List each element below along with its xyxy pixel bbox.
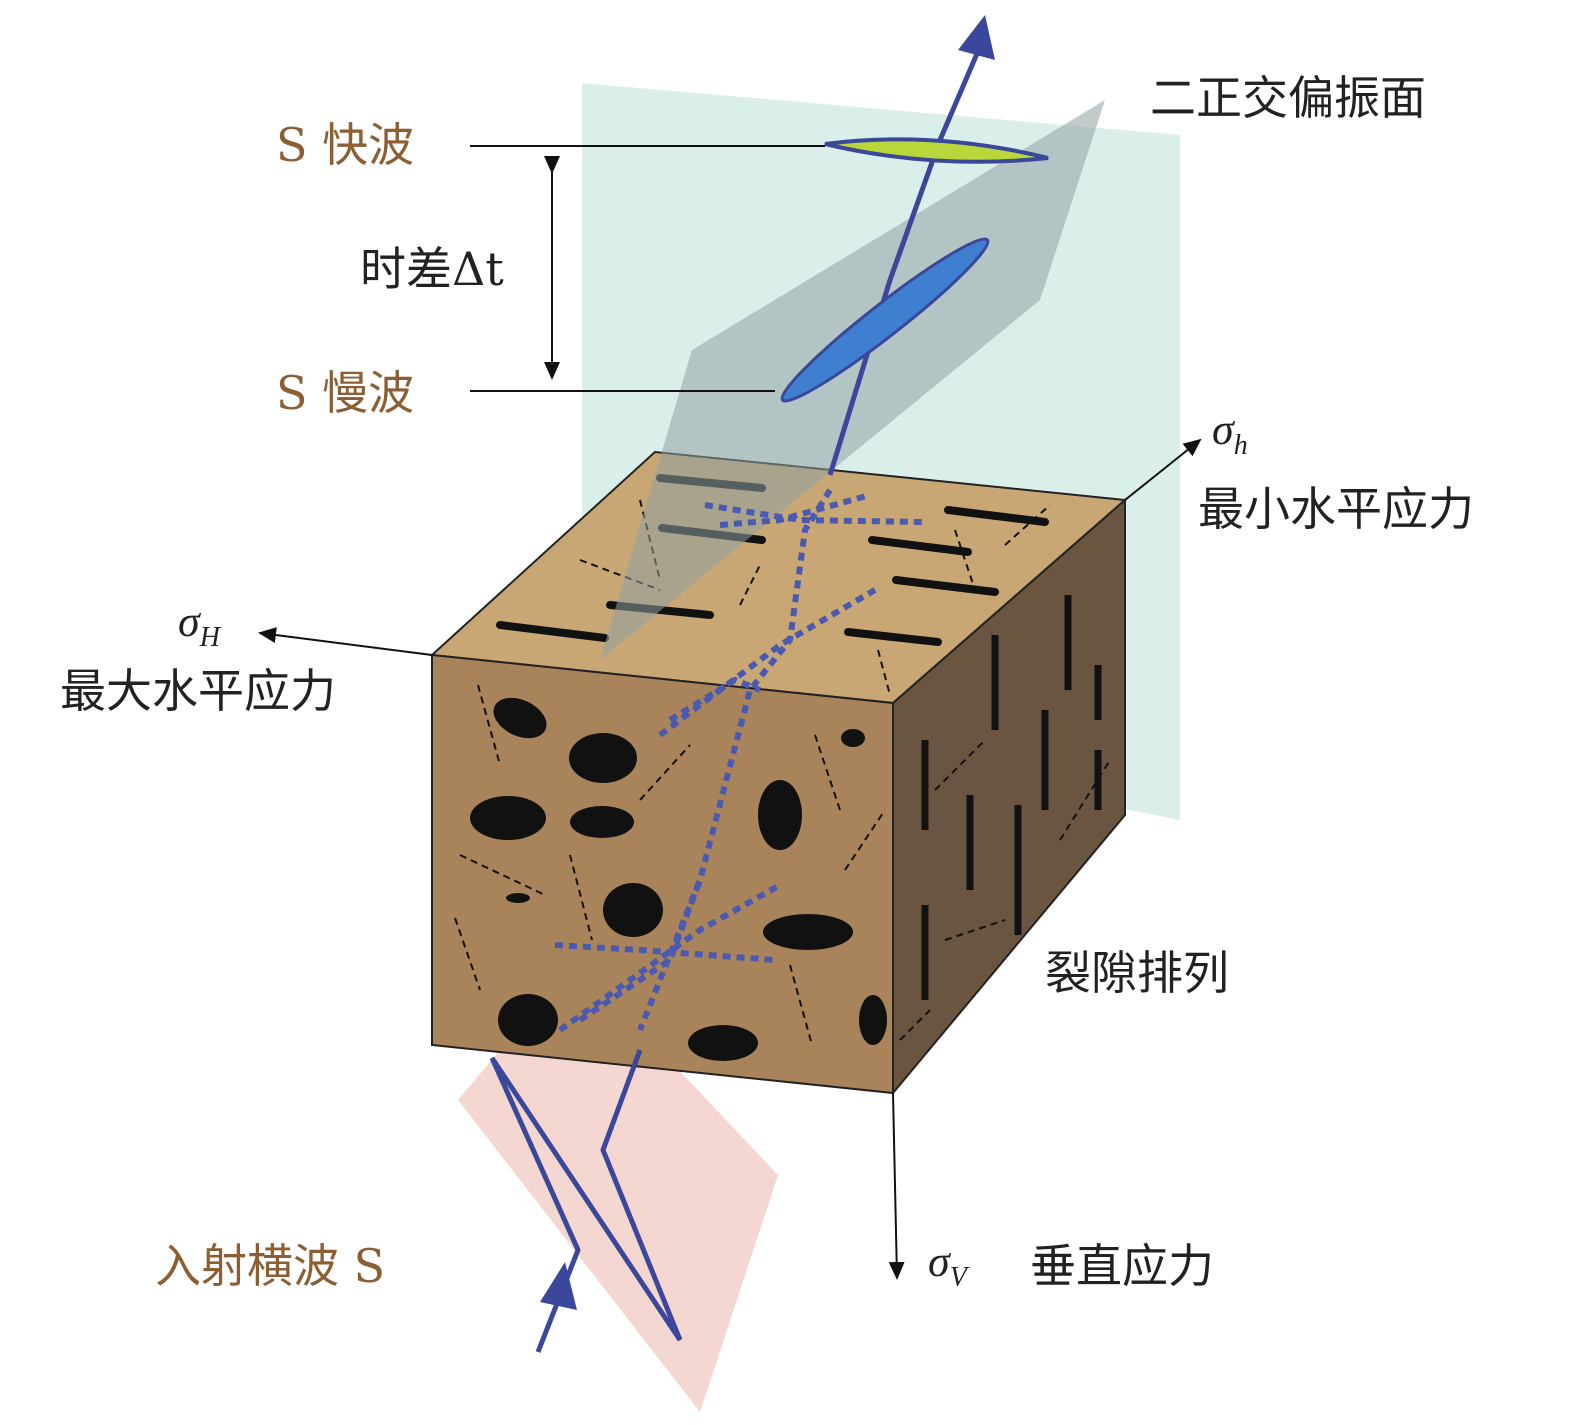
- sigma-V-subscript: V: [949, 1261, 967, 1293]
- sigma-H-subscript: H: [199, 621, 220, 653]
- slow-wave-label: S 慢波: [276, 366, 415, 420]
- scattered-wave-paths: [554, 488, 923, 1033]
- side-fractures: [921, 595, 1102, 1000]
- sigma-V-symbol: σV: [928, 1240, 967, 1292]
- sigma-H-letter: σ: [178, 597, 200, 646]
- vertical-stress-label: 垂直应力: [1030, 1239, 1214, 1293]
- incident-shear-wave-label: 入射横波 S: [155, 1239, 386, 1293]
- fast-wave-polarization: [824, 137, 1049, 164]
- incident-polarization-plane: [458, 1050, 778, 1412]
- min-horizontal-stress-label: 最小水平应力: [1198, 482, 1474, 536]
- sigma-h-letter: σ: [1212, 405, 1234, 454]
- sigma-H-arrow: [258, 627, 433, 656]
- sigma-V-arrow: [888, 1092, 905, 1280]
- fracture-alignment-label: 裂隙排列: [1045, 946, 1229, 1000]
- outgoing-arrowhead: [958, 15, 995, 60]
- wave-path: [489, 34, 988, 1353]
- slow-wave-polarization: [780, 237, 990, 403]
- fast-wave-label: S 快波: [276, 118, 415, 172]
- front-pores: [470, 697, 887, 1061]
- max-horizontal-stress-label: 最大水平应力: [60, 664, 336, 718]
- sigma-V-letter: σ: [928, 1237, 950, 1286]
- time-delay-label: 时差Δt: [360, 242, 504, 296]
- microcracks: [454, 499, 1111, 1046]
- sigma-H-symbol: σH: [178, 600, 220, 652]
- sigma-h-symbol: σh: [1212, 408, 1248, 460]
- incoming-arrowhead: [540, 1262, 577, 1310]
- sigma-h-arrow: [1124, 438, 1202, 501]
- polarization-planes-label: 二正交偏振面: [1150, 71, 1426, 125]
- sigma-h-subscript: h: [1233, 429, 1248, 461]
